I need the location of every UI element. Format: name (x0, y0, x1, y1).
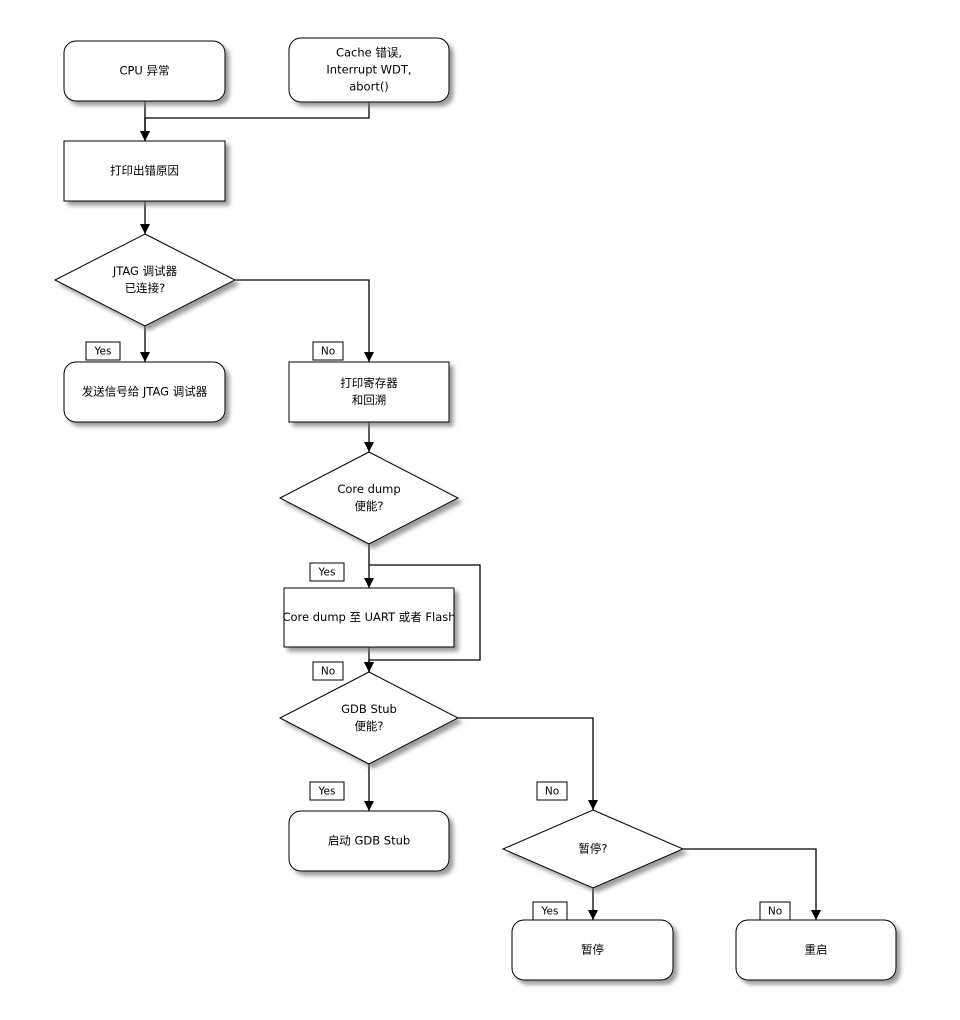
decision-shape (501, 809, 685, 889)
node-label: abort() (349, 80, 389, 94)
arrow-head (811, 910, 821, 920)
node-label: 便能? (354, 499, 383, 513)
edge-label-box (536, 781, 568, 801)
edge-jtag-no (235, 279, 374, 362)
edge-gdbstub-no (458, 717, 598, 810)
node-label: GDB Stub (341, 702, 397, 716)
edge-label-text: Yes (94, 346, 112, 358)
edge-label-gdbstub-yes: Yes (309, 781, 345, 801)
node-label: CPU 异常 (119, 64, 169, 78)
edge-registers-to-coredump (364, 422, 374, 452)
edge-halt-no (683, 848, 821, 920)
edge-label-coredump-no: No (312, 661, 344, 681)
process-shape (63, 140, 226, 202)
edge-label-text: No (545, 786, 559, 798)
process-shape (288, 361, 450, 423)
terminator-shape (63, 40, 226, 102)
node-coredump-to-uart-flash[interactable]: Core dump 至 UART 或者 Flash (282, 587, 456, 648)
decision-shape (53, 233, 237, 327)
edge-label-jtag-yes: Yes (85, 341, 121, 361)
node-label: JTAG 调试器 (112, 264, 178, 278)
edge-label-halt-no: No (759, 901, 791, 921)
arrow-head (364, 801, 374, 811)
edge-halt-yes (588, 888, 598, 920)
edge-label-text: No (321, 666, 335, 678)
arrow-head (364, 352, 374, 362)
edge-coredump-no (364, 647, 374, 672)
edge-label-box (309, 781, 345, 801)
node-label: 打印寄存器 (340, 376, 398, 390)
edge-label-text: No (768, 906, 782, 918)
edge-line (235, 279, 370, 362)
node-start-gdbstub[interactable]: 启动 GDB Stub (288, 810, 450, 872)
node-label: 已连接? (125, 281, 166, 295)
node-reboot[interactable]: 重启 (735, 919, 897, 981)
node-label: Core dump (337, 482, 400, 496)
edge-jtag-yes (140, 326, 150, 362)
edge-label-box (309, 562, 345, 582)
edge-label-text: No (321, 346, 335, 358)
edge-line (683, 848, 817, 920)
arrow-head (140, 352, 150, 362)
node-label: 发送信号给 JTAG 调试器 (82, 385, 208, 399)
terminator-shape (735, 919, 897, 981)
node-label: 重启 (805, 943, 828, 957)
edge-label-box (532, 901, 568, 921)
node-label: 打印出错原因 (110, 164, 179, 178)
edge-gdbstub-yes (364, 764, 374, 811)
arrow-head (588, 910, 598, 920)
node-cpu-exception[interactable]: CPU 异常 (63, 40, 226, 102)
edges-layer (140, 101, 821, 920)
edge-coredump-yes (364, 544, 374, 588)
terminator-shape (63, 361, 226, 423)
node-label: 和回溯 (352, 393, 387, 407)
edge-label-halt-yes: Yes (532, 901, 568, 921)
edge-label-text: Yes (541, 906, 559, 918)
node-label: 暂停? (578, 842, 607, 856)
edge-label-coredump-yes: Yes (309, 562, 345, 582)
node-label: Core dump 至 UART 或者 Flash (282, 610, 455, 624)
process-shape (283, 587, 455, 648)
decision-shape (278, 671, 460, 765)
edge-label-jtag-no: No (312, 341, 344, 361)
node-label: 暂停 (581, 943, 604, 957)
decision-shape (278, 451, 460, 545)
node-label: 便能? (354, 719, 383, 733)
edge-label-text: Yes (318, 786, 336, 798)
node-label: Interrupt WDT, (326, 63, 411, 77)
node-send-signal-jtag[interactable]: 发送信号给 JTAG 调试器 (63, 361, 226, 423)
node-label: 启动 GDB Stub (328, 834, 410, 848)
edge-label-text: Yes (318, 567, 336, 579)
arrow-head (364, 578, 374, 588)
arrow-head (364, 662, 374, 672)
node-print-error-reason[interactable]: 打印出错原因 (63, 140, 226, 202)
edge-label-box (759, 901, 791, 921)
node-cache-error[interactable]: Cache 错误, Interrupt WDT, abort() (288, 37, 450, 103)
edge-label-box (312, 661, 344, 681)
node-coredump-enabled[interactable]: Core dump 便能? (278, 451, 460, 545)
arrow-head (364, 442, 374, 452)
edge-label-box (312, 341, 344, 361)
edge-label-box (85, 341, 121, 361)
edge-label-gdbstub-no: No (536, 781, 568, 801)
arrow-head (140, 224, 150, 234)
edge-cache-to-print (140, 102, 370, 141)
arrow-head (588, 800, 598, 810)
node-label: Cache 错误, (336, 46, 402, 60)
edge-line (144, 102, 370, 141)
nodes-layer: CPU 异常 Cache 错误, Interrupt WDT, abort() 打印出错… (53, 37, 897, 981)
node-gdbstub-enabled[interactable]: GDB Stub 便能? (278, 671, 460, 765)
arrow-head (140, 131, 150, 141)
edge-line (458, 717, 594, 810)
edge-print-to-jtag (140, 201, 150, 234)
terminator-shape (288, 810, 450, 872)
node-halt-decision[interactable]: 暂停? (501, 809, 685, 889)
node-halt[interactable]: 暂停 (511, 919, 674, 981)
terminator-shape (511, 919, 674, 981)
terminator-shape (288, 37, 450, 103)
